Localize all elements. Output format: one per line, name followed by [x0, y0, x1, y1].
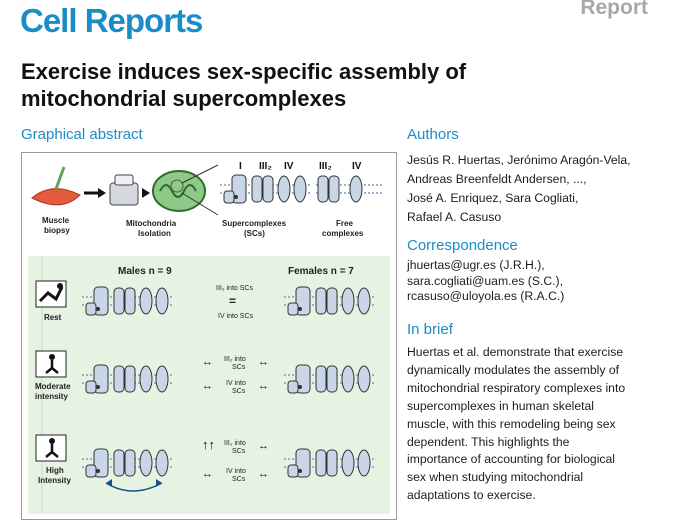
high-comparison-bottom-line1: IV into [226, 468, 246, 475]
supercomplex-diagram [220, 175, 312, 203]
moderate-comparison-top-line1: III₂ into [224, 356, 246, 363]
high-comparison-bottom-line2: SCs [232, 476, 246, 483]
centrifuge-icon [109, 174, 139, 206]
scs-label: (SCs) [244, 229, 265, 238]
free-label: Free [336, 219, 353, 228]
workflow-section: I III₂ IV III₂ IV Muscle biopsy Mitochon… [31, 161, 382, 238]
females-group-label: Females n = 7 [288, 266, 354, 277]
complex-label-IV-free: IV [352, 161, 362, 172]
in-brief-heading: In brief [407, 321, 453, 338]
authors-line-2: Andreas Breenfeldt Andersen, ..., [407, 172, 587, 186]
moderate-label-line1: Moderate [35, 382, 71, 391]
high-comparison-top-line1: III₂ into [224, 440, 246, 447]
complexes-label: complexes [322, 229, 364, 238]
in-brief-line: Huertas et al. demonstrate that exercise [407, 345, 624, 359]
in-brief-line: dependent. This highlights the [407, 434, 570, 449]
rest-equal-sign: = [229, 294, 236, 308]
rest-icon [35, 280, 67, 308]
authors-line-3: José A. Enriquez, Sara Cogliati, [407, 191, 579, 205]
article-type-label: Report [580, 0, 648, 19]
high-arrow-bottom-right: ↔ [258, 468, 269, 480]
graphical-abstract-figure: I III₂ IV III₂ IV Muscle biopsy Mitochon… [21, 152, 397, 520]
moderate-label-line2: intensity [35, 392, 68, 401]
high-label-line2: Intensity [38, 476, 71, 485]
complex-label-III2: III₂ [259, 161, 272, 172]
moderate-comparison-top-line2: SCs [232, 364, 246, 371]
high-arrow-top-right: ↔ [258, 440, 269, 452]
rest-label: Rest [44, 313, 62, 322]
isolation-label: Isolation [138, 229, 171, 238]
mitochondrion-icon [152, 170, 206, 212]
article-title-line-2: mitochondrial supercomplexes [21, 86, 347, 111]
cycling-moderate-icon [35, 350, 67, 378]
in-brief-line: adaptations to exercise. [407, 488, 536, 503]
moderate-comparison-bottom-line2: SCs [232, 388, 246, 395]
mitochondria-label: Mitochondria [126, 219, 177, 228]
moderate-arrow-top: ↔ [202, 356, 213, 368]
correspondence-heading: Correspondence [407, 237, 518, 254]
email-cogliati[interactable]: sara.cogliati@uam.es (S.C.), [407, 273, 563, 288]
correspondence-emails: jhuertas@ugr.es (J.R.H.), sara.cogliati@… [407, 258, 667, 305]
graphical-abstract-svg: I III₂ IV III₂ IV Muscle biopsy Mitochon… [28, 161, 390, 514]
authors-list: Jesús R. Huertas, Jerónimo Aragón-Vela, … [407, 151, 667, 227]
authors-line-1: Jesús R. Huertas, Jerónimo Aragón-Vela, [407, 153, 631, 167]
moderate-arrow-bottom-right: ↔ [258, 380, 269, 392]
muscle-icon [31, 166, 81, 206]
graphical-abstract-heading: Graphical abstract [21, 126, 143, 143]
high-label-line1: High [46, 466, 64, 475]
journal-name: Cell Reports [20, 2, 203, 39]
in-brief-text: Huertas et al. demonstrate that exercise… [407, 344, 663, 505]
in-brief-line: supercomplexes in human skeletal [407, 398, 594, 413]
authors-heading: Authors [407, 126, 459, 143]
high-comparison-top-line2: SCs [232, 448, 246, 455]
in-brief-line: dynamically modulates the assembly of [407, 362, 620, 377]
rest-row: Rest III₂ into SCs = IV into SCs [35, 280, 376, 322]
muscle-label: Muscle [42, 216, 70, 225]
high-row: High Intensity ↑↑ III₂ into SCs ↔ ↔ IV i… [35, 434, 376, 492]
high-up-arrows: ↑↑ [202, 437, 215, 452]
in-brief-line: muscle, with this remodeling being sex [407, 416, 616, 431]
supercomplexes-label: Supercomplexes [222, 219, 287, 228]
free-complexes-diagram [316, 175, 382, 203]
authors-line-4: Rafael A. Casuso [407, 210, 502, 224]
cycling-high-icon [35, 434, 67, 462]
complex-label-III2-free: III₂ [319, 161, 332, 172]
high-arrow-bottom: ↔ [202, 468, 213, 480]
email-casuso[interactable]: rcasuso@uloyola.es (R.A.C.) [407, 289, 565, 303]
article-title: Exercise induces sex-specific assembly o… [21, 58, 581, 112]
biopsy-label: biopsy [44, 226, 70, 235]
rest-comparison-top: III₂ into SCs [216, 285, 253, 292]
rest-comparison-bottom: IV into SCs [218, 313, 254, 320]
in-brief-line: sex when studying mitochondrial [407, 470, 584, 485]
moderate-arrow-top-right: ↔ [258, 356, 269, 368]
article-title-line-1: Exercise induces sex-specific assembly o… [21, 59, 467, 84]
moderate-comparison-bottom-line1: IV into [226, 380, 246, 387]
complex-label-I: I [239, 161, 242, 172]
email-huertas[interactable]: jhuertas@ugr.es (J.R.H.), [407, 258, 545, 272]
moderate-row: Moderate intensity ↔ III₂ into SCs ↔ ↔ I… [35, 350, 376, 401]
complex-label-IV: IV [284, 161, 294, 172]
males-group-label: Males n = 9 [118, 266, 172, 277]
in-brief-line: importance of accounting for biological [407, 452, 615, 467]
in-brief-line: mitochondrial respiratory complexes into [407, 380, 626, 395]
moderate-arrow-bottom: ↔ [202, 380, 213, 392]
